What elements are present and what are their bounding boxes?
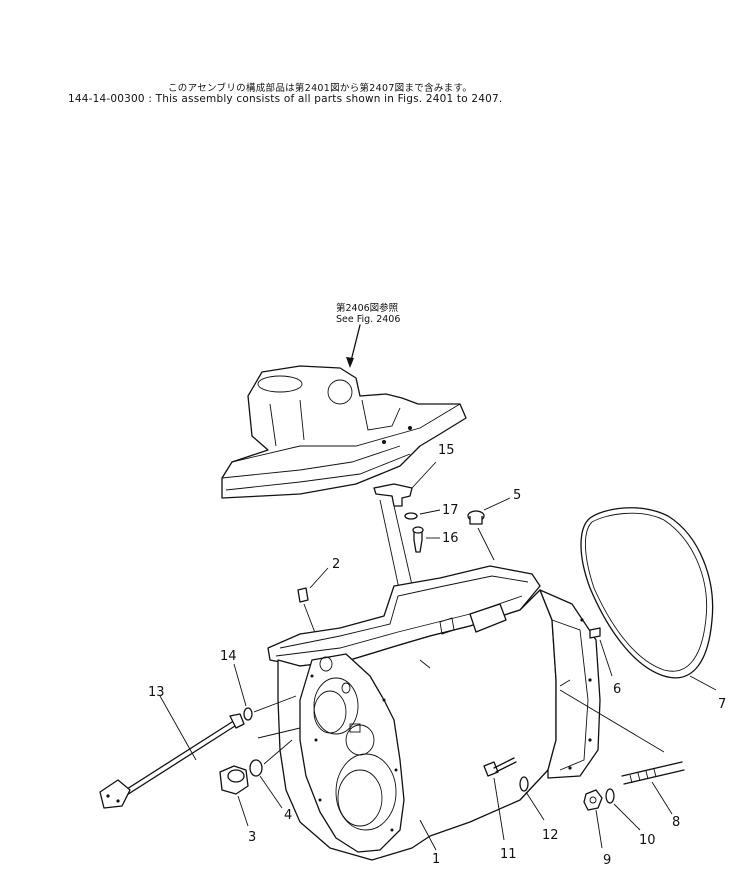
part-14-o-ring xyxy=(233,663,297,721)
part-13-rod xyxy=(99,695,245,809)
callout-12: 12 xyxy=(542,828,559,843)
callout-6: 6 xyxy=(613,682,621,697)
callout-11: 11 xyxy=(500,847,517,862)
part-5-plug xyxy=(467,497,511,561)
callout-3: 3 xyxy=(248,830,256,845)
part-1-transmission-case xyxy=(267,565,601,861)
part-12-washer xyxy=(519,776,545,821)
callout-4: 4 xyxy=(284,808,292,823)
callout-16: 16 xyxy=(442,531,459,546)
assembly-note-japanese: このアセンブリの構成部品は第2401図から第2407図まで含みます。 xyxy=(168,83,473,94)
part-11-bolt xyxy=(483,757,517,841)
callout-7: 7 xyxy=(718,697,726,712)
callout-8: 8 xyxy=(672,815,680,830)
part-10-washer xyxy=(605,788,641,831)
callout-15: 15 xyxy=(438,443,455,458)
upper-cover-housing xyxy=(221,365,467,499)
callout-5: 5 xyxy=(513,488,521,503)
reference-arrow xyxy=(346,324,361,368)
part-6-dowel-pin xyxy=(589,627,613,677)
reference-label-jp: 第2406図参照 xyxy=(336,302,399,314)
part-15-bracket xyxy=(373,461,437,507)
part-16-bolt xyxy=(412,526,440,553)
part-7-o-ring xyxy=(580,507,717,691)
callout-2: 2 xyxy=(332,557,340,572)
callout-14: 14 xyxy=(220,649,237,664)
part-3-plug xyxy=(219,765,249,827)
part-17-washer xyxy=(404,509,441,520)
part-4-o-ring xyxy=(249,739,293,809)
callout-9: 9 xyxy=(603,853,611,868)
callout-17: 17 xyxy=(442,503,459,518)
part-9-nut xyxy=(583,789,603,849)
callout-10: 10 xyxy=(639,833,656,848)
assembly-note-english: 144-14-00300 : This assembly consists of… xyxy=(68,93,503,105)
callout-1: 1 xyxy=(432,852,440,867)
part-8-stud xyxy=(621,761,685,815)
reference-label-en: See Fig. 2406 xyxy=(336,314,400,325)
callout-13: 13 xyxy=(148,685,165,700)
